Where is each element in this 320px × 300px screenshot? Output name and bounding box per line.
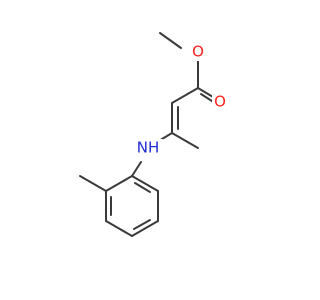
structure-canvas: O O NH <box>79 32 228 237</box>
amine-nitrogen-background <box>134 139 164 157</box>
ester-oxygen-label: O <box>192 43 204 61</box>
amine-nitrogen-label: NH <box>137 139 160 157</box>
bond-alkene-carbon-methyl <box>171 132 199 149</box>
aromatic-inner-bond-2 <box>133 219 151 230</box>
bond-methyl-ester-oxygen <box>159 32 182 49</box>
ring-bond-4 <box>131 220 159 237</box>
carbonyl-oxygen-background <box>212 93 228 111</box>
carbonyl-oxygen-label: O <box>214 93 226 111</box>
ring-bond-6 <box>131 175 159 192</box>
bond-nitrogen-aryl-carbon <box>131 161 142 177</box>
molecule-diagram: O O NH <box>79 32 228 237</box>
ring-bond-1 <box>105 175 133 192</box>
bond-carbonyl-carbon-alkene-carbon <box>171 87 199 104</box>
bond-carbonyl-carbon-oxygen-outer <box>197 87 214 98</box>
bond-aryl-methyl <box>79 175 107 192</box>
ester-oxygen-background <box>190 43 206 61</box>
ring-bond-3 <box>105 220 133 237</box>
aromatic-inner-bond-3 <box>134 182 151 193</box>
